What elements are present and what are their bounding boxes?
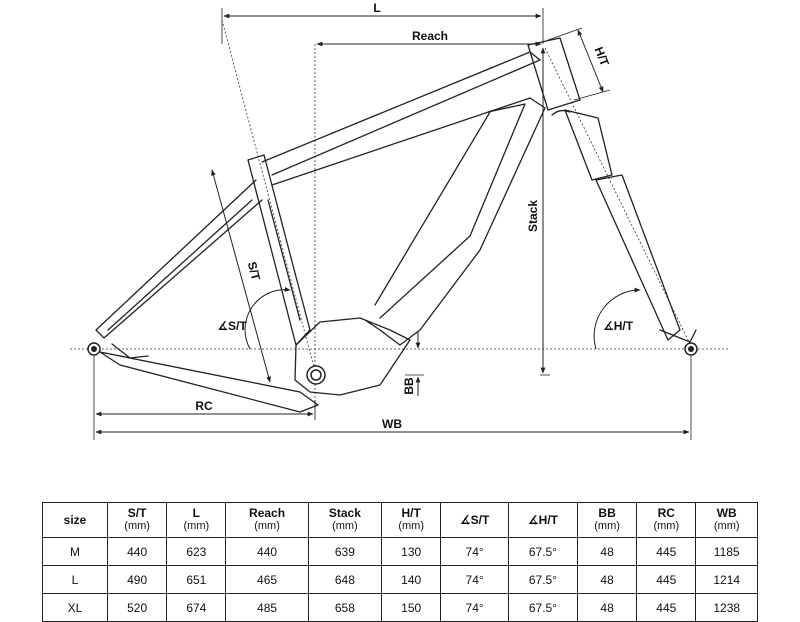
cell-st: 490 xyxy=(106,565,168,594)
header-size: size xyxy=(42,502,108,538)
header-ht-angle: ∡H/T xyxy=(507,502,578,538)
table-row: XL 520 674 485 658 150 74° 67.5° 48 445 … xyxy=(42,593,758,622)
cell-ht: 150 xyxy=(381,593,442,622)
seat-axis-projection xyxy=(221,19,317,376)
cell-reach: 440 xyxy=(225,537,309,566)
st-label: S/T xyxy=(245,260,264,282)
cell-bb: 48 xyxy=(576,565,638,594)
header-reach: Reach(mm) xyxy=(225,502,309,538)
cell-rc: 445 xyxy=(636,565,697,594)
cell-wb: 1214 xyxy=(695,565,758,594)
cell-rc: 445 xyxy=(636,537,697,566)
st-angle-arc xyxy=(244,286,291,350)
header-st-angle: ∡S/T xyxy=(440,502,509,538)
cell-ht: 130 xyxy=(381,537,442,566)
cell-l: 651 xyxy=(166,565,227,594)
header-st: S/T(mm) xyxy=(106,502,168,538)
cell-ht-angle: 67.5° xyxy=(507,565,578,594)
ht-label: H/T xyxy=(592,45,612,69)
geometry-table: size S/T(mm) L(mm) Reach(mm) Stack(mm) H… xyxy=(42,502,758,622)
header-rc: RC(mm) xyxy=(636,502,697,538)
l-label: L xyxy=(373,1,380,15)
cell-stack: 639 xyxy=(307,537,383,566)
rc-label: RC xyxy=(195,399,213,413)
header-stack: Stack(mm) xyxy=(307,502,383,538)
cell-size: M xyxy=(42,537,108,566)
ht-dimension-line xyxy=(577,29,604,93)
ht-angle-label: ∡H/T xyxy=(603,319,634,333)
bb-label: BB xyxy=(402,377,416,395)
cell-st: 440 xyxy=(106,537,168,566)
cell-st-angle: 74° xyxy=(440,565,509,594)
cell-rc: 445 xyxy=(636,593,697,622)
stack-label: Stack xyxy=(526,200,540,232)
cell-reach: 485 xyxy=(225,593,309,622)
cell-l: 674 xyxy=(166,593,227,622)
table-header-row: size S/T(mm) L(mm) Reach(mm) Stack(mm) H… xyxy=(42,502,758,538)
header-bb: BB(mm) xyxy=(576,502,638,538)
cell-stack: 658 xyxy=(307,593,383,622)
header-wb: WB(mm) xyxy=(695,502,758,538)
cell-stack: 648 xyxy=(307,565,383,594)
cell-st-angle: 74° xyxy=(440,593,509,622)
cell-reach: 465 xyxy=(225,565,309,594)
cell-ht: 140 xyxy=(381,565,442,594)
cell-bb: 48 xyxy=(576,537,638,566)
cell-size: XL xyxy=(42,593,108,622)
cell-bb: 48 xyxy=(576,593,638,622)
header-l: L(mm) xyxy=(166,502,227,538)
cell-l: 623 xyxy=(166,537,227,566)
table-row: M 440 623 440 639 130 74° 67.5° 48 445 1… xyxy=(42,537,758,566)
ht-angle-arc xyxy=(593,287,641,350)
cell-wb: 1185 xyxy=(695,537,758,566)
header-ht: H/T(mm) xyxy=(381,502,442,538)
cell-ht-angle: 67.5° xyxy=(507,537,578,566)
cell-wb: 1238 xyxy=(695,593,758,622)
st-dimension-line xyxy=(211,169,271,383)
wb-label: WB xyxy=(382,417,402,431)
cell-ht-angle: 67.5° xyxy=(507,593,578,622)
table-row: L 490 651 465 648 140 74° 67.5° 48 445 1… xyxy=(42,565,758,594)
bike-geometry-diagram: L Reach H/T Stack S/T ∡S/T ∡H/T BB RC WB xyxy=(70,1,728,440)
cell-st-angle: 74° xyxy=(440,537,509,566)
bike-frame xyxy=(87,37,698,413)
cell-size: L xyxy=(42,565,108,594)
reach-label: Reach xyxy=(412,29,448,43)
st-angle-label: ∡S/T xyxy=(217,319,247,333)
cell-st: 520 xyxy=(106,593,168,622)
